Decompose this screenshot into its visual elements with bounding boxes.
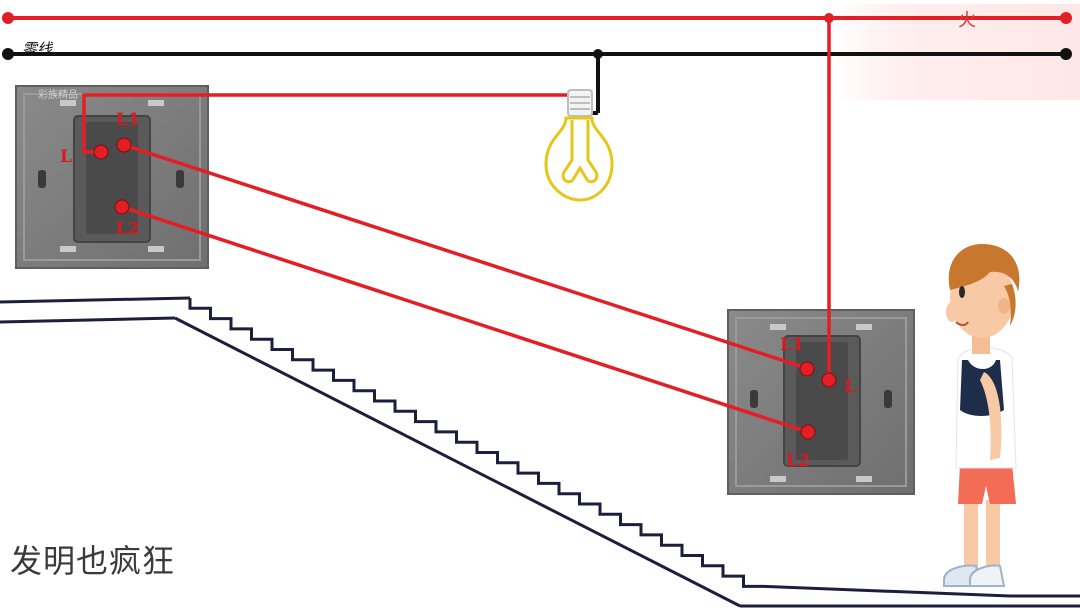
channel-watermark: 发明也疯狂	[10, 542, 176, 580]
staircase-icon	[0, 296, 1080, 608]
boy-figure-icon	[943, 244, 1020, 587]
switch-panel-left	[15, 85, 209, 269]
right-terminal-L: L	[844, 377, 856, 397]
live-wire-right-terminal	[1060, 12, 1072, 24]
live-wire-label: 火	[958, 10, 976, 31]
neutral-wire-label: 零线	[22, 40, 53, 58]
left-terminal-L2: L2	[116, 219, 140, 239]
switch-panel-right	[727, 309, 915, 495]
right-terminal-L2: L2	[786, 451, 810, 471]
neutral-wire-right-terminal	[1060, 48, 1072, 60]
neutral-wire-left-terminal	[2, 48, 14, 60]
right-terminal-L1: L1	[780, 335, 804, 355]
neutral-junction	[593, 49, 603, 59]
left-terminal-L: L	[60, 147, 72, 167]
switch-wiring	[82, 18, 831, 434]
left-terminal-L1: L1	[116, 110, 140, 130]
staircase-outer-steps	[188, 298, 1011, 598]
terminal-dots	[93, 137, 837, 440]
switch-brand-label: 彩族精品	[38, 90, 78, 101]
staircase-slope	[174, 316, 741, 608]
light-bulb-icon	[544, 89, 614, 202]
live-wire-left-terminal	[2, 12, 14, 24]
